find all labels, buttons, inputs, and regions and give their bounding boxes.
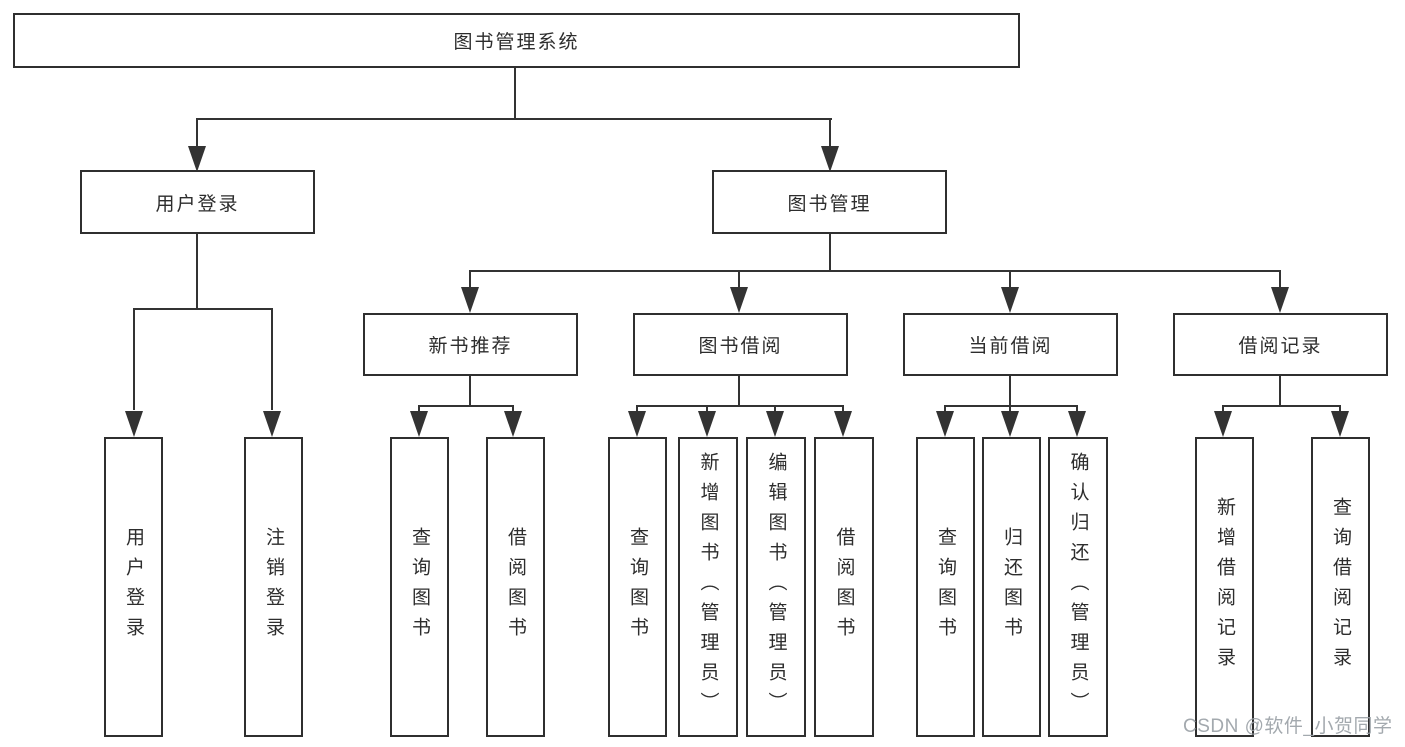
leaf-borrow-books-borrowing: 借阅图书 <box>814 437 874 737</box>
connector-line <box>842 405 844 413</box>
connector-line <box>1009 270 1011 288</box>
connector-line <box>1009 405 1011 413</box>
connector-line <box>271 308 273 410</box>
arrowhead-down-icon <box>1271 287 1289 313</box>
connector-line <box>1279 376 1281 407</box>
node-new-book-recommend: 新书推荐 <box>363 313 578 376</box>
connector-line <box>1076 405 1078 413</box>
connector-line <box>1339 405 1341 413</box>
connector-line <box>418 405 514 407</box>
connector-line <box>1222 405 1224 413</box>
connector-line <box>133 308 135 410</box>
node-user-login: 用户登录 <box>80 170 315 234</box>
connector-line <box>196 234 198 310</box>
arrowhead-down-icon <box>1001 287 1019 313</box>
leaf-query-books-current: 查询图书 <box>916 437 975 737</box>
connector-line <box>774 405 776 413</box>
leaf-query-books-recommend: 查询图书 <box>390 437 449 737</box>
node-borrow-records: 借阅记录 <box>1173 313 1388 376</box>
arrowhead-down-icon <box>698 411 716 437</box>
connector-line <box>738 270 740 288</box>
connector-line <box>1279 270 1281 288</box>
connector-line <box>133 308 273 310</box>
arrowhead-down-icon <box>1001 411 1019 437</box>
arrowhead-down-icon <box>1331 411 1349 437</box>
watermark: CSDN @软件_小贺同学 <box>1183 716 1393 737</box>
connector-line <box>196 118 832 120</box>
arrowhead-down-icon <box>461 287 479 313</box>
leaf-add-book-admin: 新增图书（管理员） <box>678 437 738 737</box>
node-current-borrowing: 当前借阅 <box>903 313 1118 376</box>
arrowhead-down-icon <box>628 411 646 437</box>
connector-line <box>418 405 420 413</box>
connector-line <box>469 376 471 407</box>
arrowhead-down-icon <box>1068 411 1086 437</box>
leaf-user-login: 用户登录 <box>104 437 163 737</box>
connector-line <box>1222 405 1341 407</box>
leaf-borrow-books-recommend: 借阅图书 <box>486 437 545 737</box>
node-book-borrowing: 图书借阅 <box>633 313 848 376</box>
arrowhead-down-icon <box>766 411 784 437</box>
connector-line <box>944 405 946 413</box>
arrowhead-down-icon <box>410 411 428 437</box>
arrowhead-down-icon <box>125 411 143 437</box>
connector-line <box>469 270 471 288</box>
connector-line <box>636 405 638 413</box>
arrowhead-down-icon <box>936 411 954 437</box>
leaf-add-borrow-record: 新增借阅记录 <box>1195 437 1254 737</box>
arrowhead-down-icon <box>504 411 522 437</box>
leaf-return-book: 归还图书 <box>982 437 1041 737</box>
connector-line <box>1009 376 1011 407</box>
node-book-management: 图书管理 <box>712 170 947 234</box>
connector-line <box>512 405 514 413</box>
leaf-confirm-return-admin: 确认归还（管理员） <box>1048 437 1108 737</box>
arrowhead-down-icon <box>263 411 281 437</box>
leaf-logout: 注销登录 <box>244 437 303 737</box>
connector-line <box>706 405 708 413</box>
connector-line <box>196 118 198 146</box>
leaf-query-borrow-record: 查询借阅记录 <box>1311 437 1370 737</box>
leaf-query-books-borrowing: 查询图书 <box>608 437 667 737</box>
leaf-edit-book-admin: 编辑图书（管理员） <box>746 437 806 737</box>
connector-line <box>514 68 516 120</box>
connector-line <box>636 405 844 407</box>
arrowhead-down-icon <box>834 411 852 437</box>
connector-line <box>829 234 831 272</box>
arrowhead-down-icon <box>1214 411 1232 437</box>
connector-line <box>738 376 740 407</box>
arrowhead-down-icon <box>821 146 839 172</box>
connector-line <box>829 118 831 146</box>
connector-line <box>469 270 1281 272</box>
arrowhead-down-icon <box>730 287 748 313</box>
node-root: 图书管理系统 <box>13 13 1020 68</box>
arrowhead-down-icon <box>188 146 206 172</box>
connector-line <box>944 405 1078 407</box>
